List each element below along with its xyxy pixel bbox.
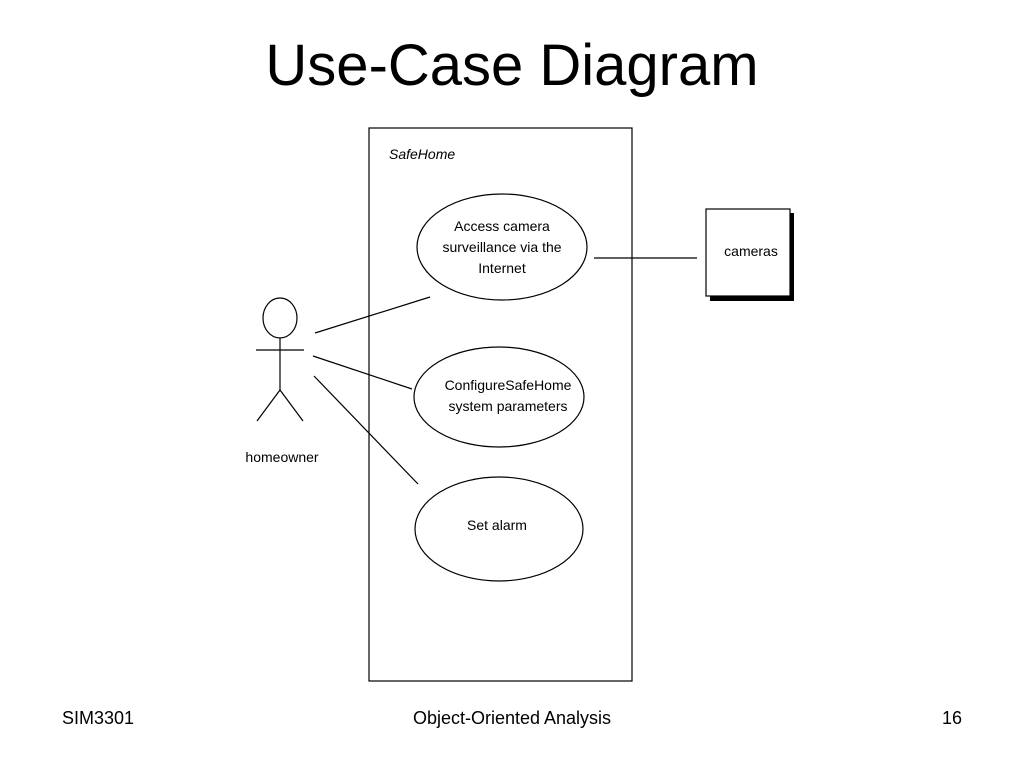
use-case-label-line: Access camera [454, 218, 550, 234]
use-case-ellipse [416, 193, 588, 301]
association-line [312, 355, 413, 390]
actor-box [705, 208, 791, 297]
actor-name: homeowner [245, 449, 318, 465]
association-line [313, 375, 419, 485]
use-case-label-line: surveillance via the [442, 239, 561, 255]
footer-title: Object-Oriented Analysis [412, 708, 612, 728]
actor-box-label: cameras [724, 243, 778, 259]
system-boundary [368, 127, 633, 682]
use-case-ellipse [414, 476, 584, 582]
use-case-configure-safehome: ConfigureSafeHome system parameters [413, 346, 585, 448]
actor-homeowner [256, 297, 304, 422]
use-case-label-line: Internet [478, 260, 526, 276]
use-case-label-line: system parameters [448, 398, 567, 414]
use-case-ellipse [413, 346, 585, 448]
page-number: 16 [941, 708, 962, 728]
use-case-label-line: Set alarm [467, 517, 527, 533]
system-name: SafeHome [389, 146, 455, 162]
use-case-access-camera: Access camera surveillance via the Inter… [416, 193, 588, 301]
actor-head [262, 297, 298, 339]
actor-cameras: cameras [705, 208, 794, 301]
use-case-set-alarm: Set alarm [414, 476, 584, 582]
slide-title: Use-Case Diagram [265, 33, 759, 98]
footer-course-code: SIM3301 [62, 708, 135, 728]
association-line [314, 296, 431, 334]
use-case-label-line: ConfigureSafeHome [445, 377, 572, 393]
actor-right-leg [279, 389, 304, 422]
actor-left-leg [256, 389, 281, 422]
